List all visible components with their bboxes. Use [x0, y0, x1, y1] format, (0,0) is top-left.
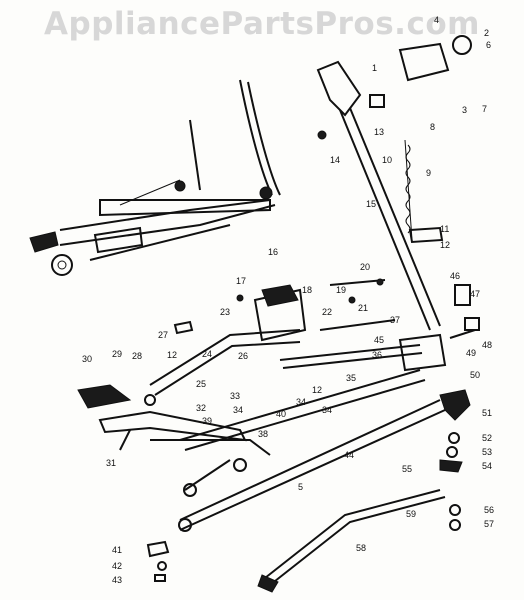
upper-left-linkage-assembly: [29, 79, 281, 276]
callout: 36: [372, 350, 382, 360]
callout: 41: [112, 545, 122, 555]
callout: 22: [322, 307, 332, 317]
callout: 32: [196, 403, 206, 413]
callout: 28: [132, 351, 142, 361]
callout: 19: [336, 285, 346, 295]
callout: 10: [382, 155, 392, 165]
callout: 38: [258, 429, 268, 439]
callout: 31: [106, 458, 116, 468]
callout: 23: [220, 307, 230, 317]
callout: 2: [484, 28, 489, 38]
callout: 20: [360, 262, 370, 272]
callout: 49: [466, 348, 476, 358]
callout: 53: [482, 447, 492, 457]
callout: 11: [440, 224, 449, 234]
callout: 14: [330, 155, 340, 165]
callout: 21: [358, 303, 368, 313]
callout: 44: [344, 450, 354, 460]
center-shaft-assembly: [149, 279, 447, 396]
callout: 34: [322, 405, 332, 415]
callout: 50: [470, 370, 480, 380]
callout: 39: [202, 416, 212, 426]
callout: 33: [230, 391, 240, 401]
callout: 47: [470, 289, 480, 299]
callout: 43: [112, 575, 122, 585]
callout: 9: [426, 168, 431, 178]
callout: 3: [462, 105, 467, 115]
callout: 42: [112, 561, 122, 571]
callout: 12: [167, 350, 177, 360]
callout: 29: [112, 349, 122, 359]
callout: 40: [276, 409, 286, 419]
callout: 12: [312, 385, 322, 395]
lower-frame-assembly: [77, 369, 446, 532]
callout: 45: [374, 335, 384, 345]
watermark-text: AppliancePartsPros.com: [44, 6, 480, 42]
callout: 48: [482, 340, 492, 350]
callout: 46: [450, 271, 460, 281]
callout: 13: [374, 127, 384, 137]
callout: 57: [484, 519, 494, 529]
callout-labels: 1 2 3 4 5 6 7 8 9 10 11 12 12 12 13 14 1…: [82, 15, 494, 585]
callout: 59: [406, 509, 416, 519]
callout: 8: [430, 122, 435, 132]
callout: 30: [82, 354, 92, 364]
callout: 35: [346, 373, 356, 383]
callout: 15: [366, 199, 376, 209]
callout: 4: [434, 15, 439, 25]
callout: 52: [482, 433, 492, 443]
callout: 7: [482, 104, 487, 114]
callout: 24: [202, 349, 212, 359]
callout: 54: [482, 461, 492, 471]
small-hardware: [144, 278, 384, 582]
callout: 34: [233, 405, 243, 415]
right-side-hardware: [439, 284, 480, 531]
callout: 34: [296, 397, 306, 407]
callout: 37: [390, 315, 400, 325]
callout: 25: [196, 379, 206, 389]
callout: 18: [302, 285, 312, 295]
callout: 1: [372, 63, 377, 73]
bottom-drive-rod: [257, 489, 446, 593]
callout: 17: [236, 276, 246, 286]
callout: 12: [440, 240, 450, 250]
callout: 26: [238, 351, 248, 361]
callout: 56: [484, 505, 494, 515]
callout: 27: [158, 330, 168, 340]
callout: 6: [486, 40, 491, 50]
callout: 58: [356, 543, 366, 553]
callout: 16: [268, 247, 278, 257]
callout: 55: [402, 464, 412, 474]
callout: 5: [298, 482, 303, 492]
lift-rod-assembly: [316, 35, 472, 331]
callout: 51: [482, 408, 492, 418]
